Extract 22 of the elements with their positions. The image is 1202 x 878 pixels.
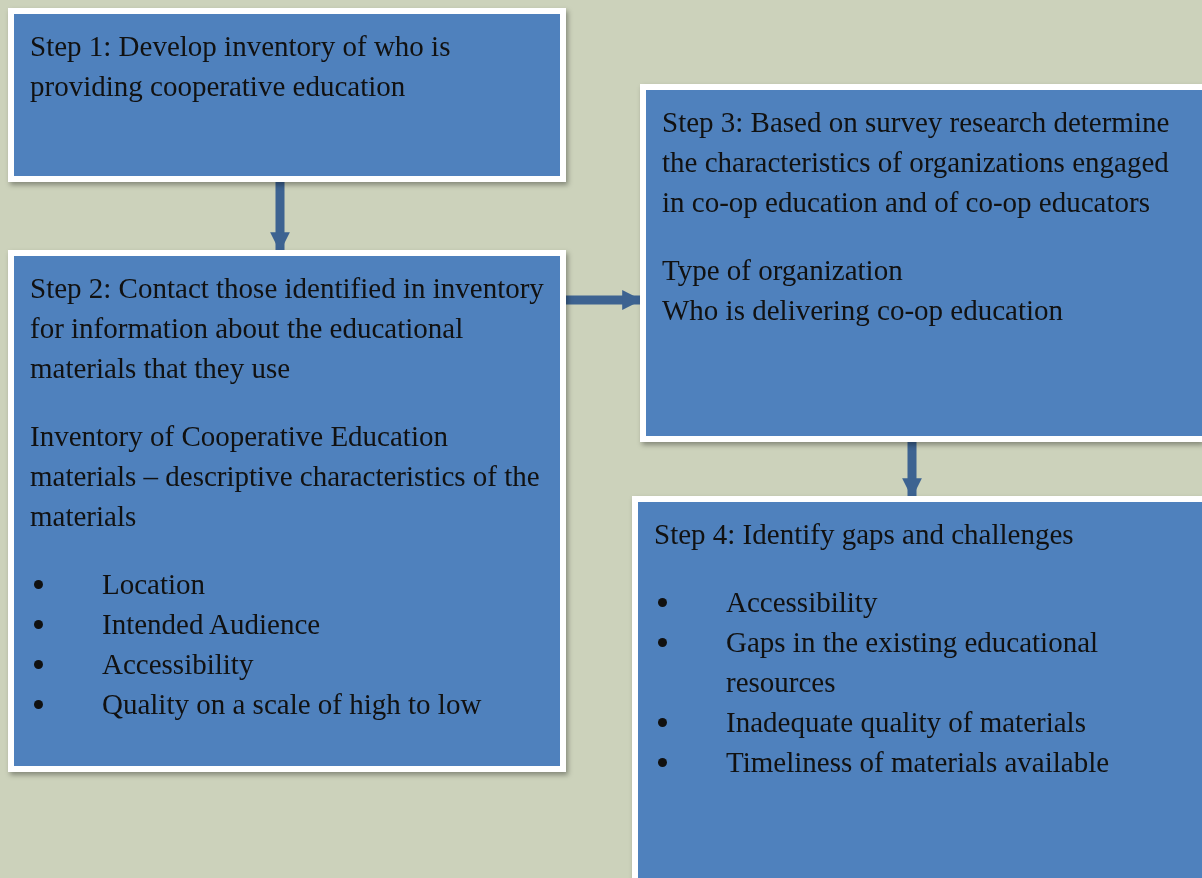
step-box	[8, 250, 566, 772]
bullet-item: Quality on a scale of high to low	[102, 688, 482, 720]
bullet-item: Inadequate quality of materials	[726, 706, 1086, 738]
step-box	[640, 84, 1202, 442]
bullet-item: Accessibility	[102, 648, 254, 680]
step-box	[8, 8, 566, 182]
arrow	[566, 290, 642, 310]
step-heading: Step 4: Identify gaps and challenges	[654, 518, 1074, 550]
step-heading: Step 2: Contact those identified in inventory for information about the educational materials that they use	[30, 272, 544, 384]
step-heading: Step 3: Based on survey research determine the characteristics of organizations engaged in co-op education and of co-op educators	[662, 106, 1170, 218]
step-text: Inventory of Cooperative Education materials – descriptive characteristics of the materials	[30, 420, 540, 532]
step-heading: Step 1: Develop inventory of who is providing cooperative education	[30, 30, 451, 102]
step-box	[632, 496, 1202, 878]
arrow	[270, 182, 290, 252]
step-text: Who is delivering co-op education	[662, 294, 1064, 326]
bullet-item: Timeliness of materials available	[726, 746, 1110, 778]
bullet-item: Location	[102, 568, 206, 600]
arrow	[902, 442, 922, 498]
bullet-item: Accessibility	[726, 586, 878, 618]
bullet-item: Gaps in the existing educational resources	[726, 626, 1099, 698]
bullet-item: Intended Audience	[102, 608, 321, 640]
step-text: Type of organization	[662, 254, 903, 286]
